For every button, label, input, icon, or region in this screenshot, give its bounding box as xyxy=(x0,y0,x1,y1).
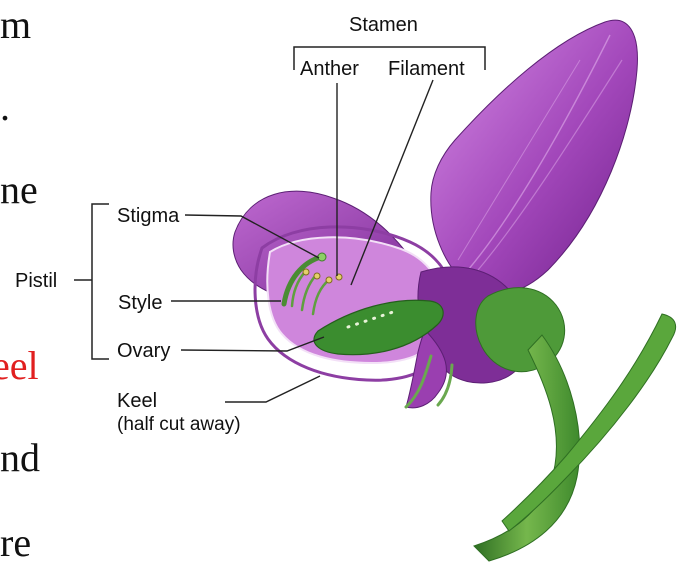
filament-label: Filament xyxy=(388,58,465,80)
anther-dot xyxy=(303,269,309,275)
keel-label: Keel xyxy=(117,390,157,412)
pistil-bracket xyxy=(92,204,109,359)
keel-leader-line xyxy=(225,376,320,402)
ovary-label: Ovary xyxy=(117,340,170,362)
style-label: Style xyxy=(118,292,162,314)
keel-subtitle-label: (half cut away) xyxy=(117,414,241,436)
anther-dot xyxy=(314,273,320,279)
anther-dot xyxy=(326,277,332,283)
stigma-dot xyxy=(318,253,326,261)
stigma-label: Stigma xyxy=(117,205,179,227)
stamen-label: Stamen xyxy=(349,14,418,36)
anther-label: Anther xyxy=(300,58,359,80)
pistil-label: Pistil xyxy=(15,270,57,292)
